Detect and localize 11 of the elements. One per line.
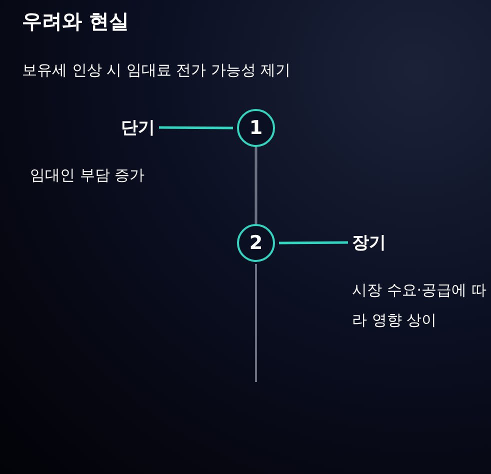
description: 시장 수요·공급에 따라 영향 상이 [352,280,488,331]
caption: 보유세 인상 시 임대료 전가 가능성 제기 [22,61,291,80]
step-circle: 2 [237,224,275,262]
connector-line [279,241,348,244]
description: 임대인 부담 증가 [30,165,146,186]
connector-line [254,147,258,224]
phase-label: 단기 [121,114,155,141]
connector-line [159,126,233,130]
phase-label: 장기 [352,229,386,256]
step-circle: 1 [237,109,275,147]
title: 우려와 현실 [22,8,129,35]
